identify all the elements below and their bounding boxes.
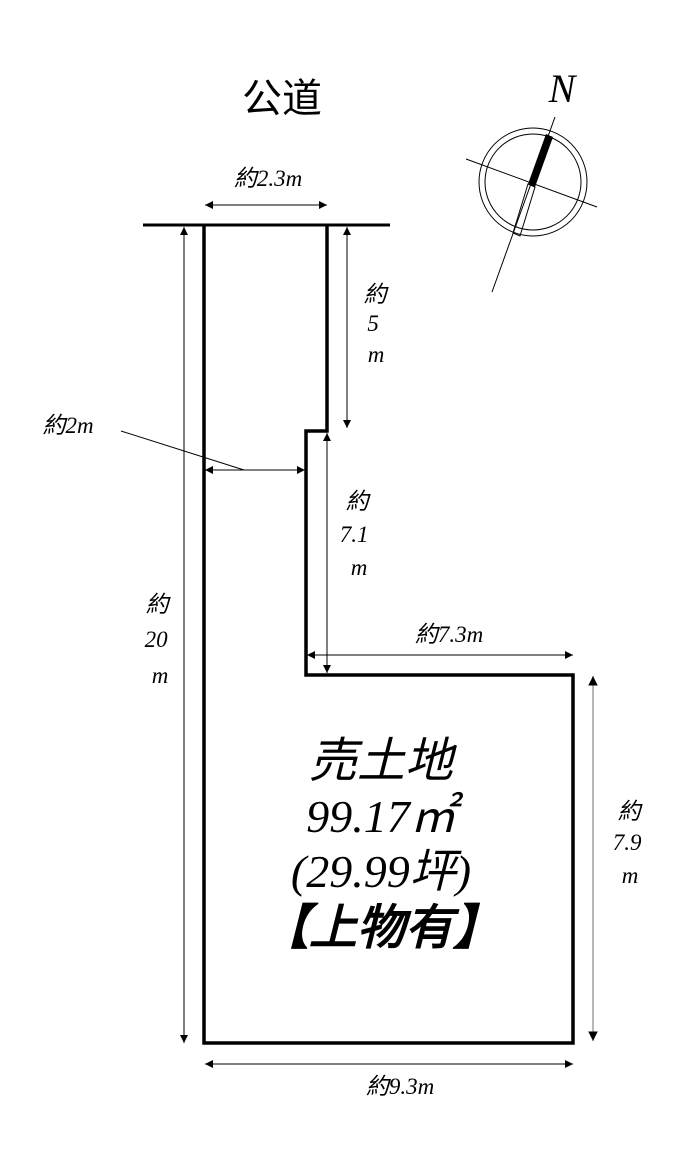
property-type: 売土地 (309, 735, 458, 788)
road-label: 公道 (242, 76, 322, 122)
dim-middle-height-label: 約 7.1 m (340, 489, 375, 580)
dim-bottom-width-label: 約9.3m (366, 1074, 434, 1099)
dim-neck-width-leader (120, 430, 245, 471)
north-label: N (548, 66, 578, 111)
dim-step-width-label: 約7.3m (415, 622, 483, 647)
plot-outline (202, 225, 575, 1045)
property-info: 売土地 99.17㎡ (29.99坪) 【上物有】 (261, 735, 501, 955)
property-area-tsubo: (29.99坪) (291, 846, 471, 897)
north-compass-icon: N (465, 66, 598, 293)
dim-upper-right-height-label: 約 5 m (364, 282, 393, 367)
property-area-sqm: 99.17㎡ (306, 791, 464, 842)
dim-top-width-label: 約2.3m (234, 166, 302, 191)
dim-neck-width-label: 約2m (42, 413, 93, 438)
property-note: 【上物有】 (261, 902, 501, 955)
dim-total-height-label: 約 20 m (145, 592, 175, 688)
dim-lower-right-height-label: 約 7.9 m (613, 799, 648, 888)
